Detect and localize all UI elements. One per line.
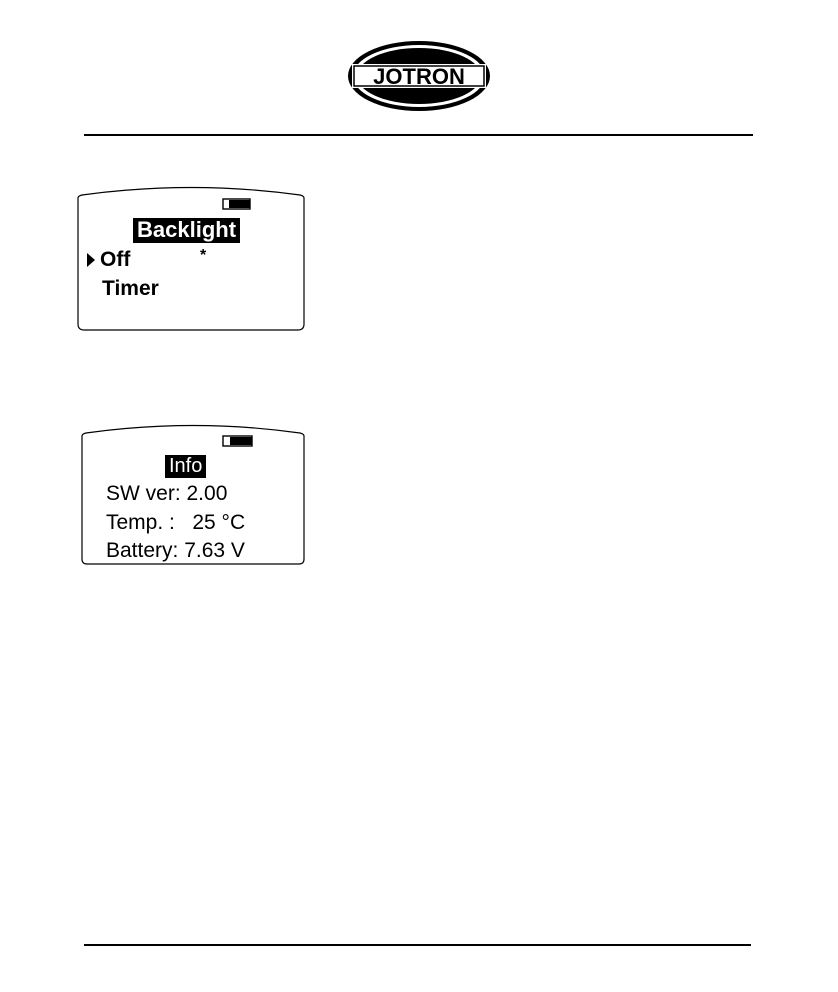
battery-icon bbox=[222, 434, 254, 452]
footer-divider bbox=[84, 944, 751, 946]
jotron-logo-icon: JOTRON bbox=[346, 39, 492, 113]
info-line-battery: Battery: 7.63 V bbox=[106, 540, 245, 561]
logo-text: JOTRON bbox=[373, 64, 465, 89]
info-screen: Info SW ver: 2.00 Temp. : 25 °C Battery:… bbox=[80, 422, 306, 566]
info-line-sw-version: SW ver: 2.00 bbox=[106, 483, 227, 504]
pointer-arrow-icon bbox=[86, 252, 96, 273]
info-line-temperature: Temp. : 25 °C bbox=[106, 512, 245, 533]
screen-title: Backlight bbox=[133, 218, 240, 243]
screen-title: Info bbox=[165, 455, 206, 478]
battery-icon bbox=[222, 197, 252, 215]
menu-item-off[interactable]: Off bbox=[100, 249, 130, 270]
menu-item-timer[interactable]: Timer bbox=[102, 278, 159, 299]
backlight-screen: Backlight Off * Timer bbox=[76, 184, 306, 332]
header-divider bbox=[84, 134, 753, 136]
selected-marker: * bbox=[200, 248, 206, 264]
